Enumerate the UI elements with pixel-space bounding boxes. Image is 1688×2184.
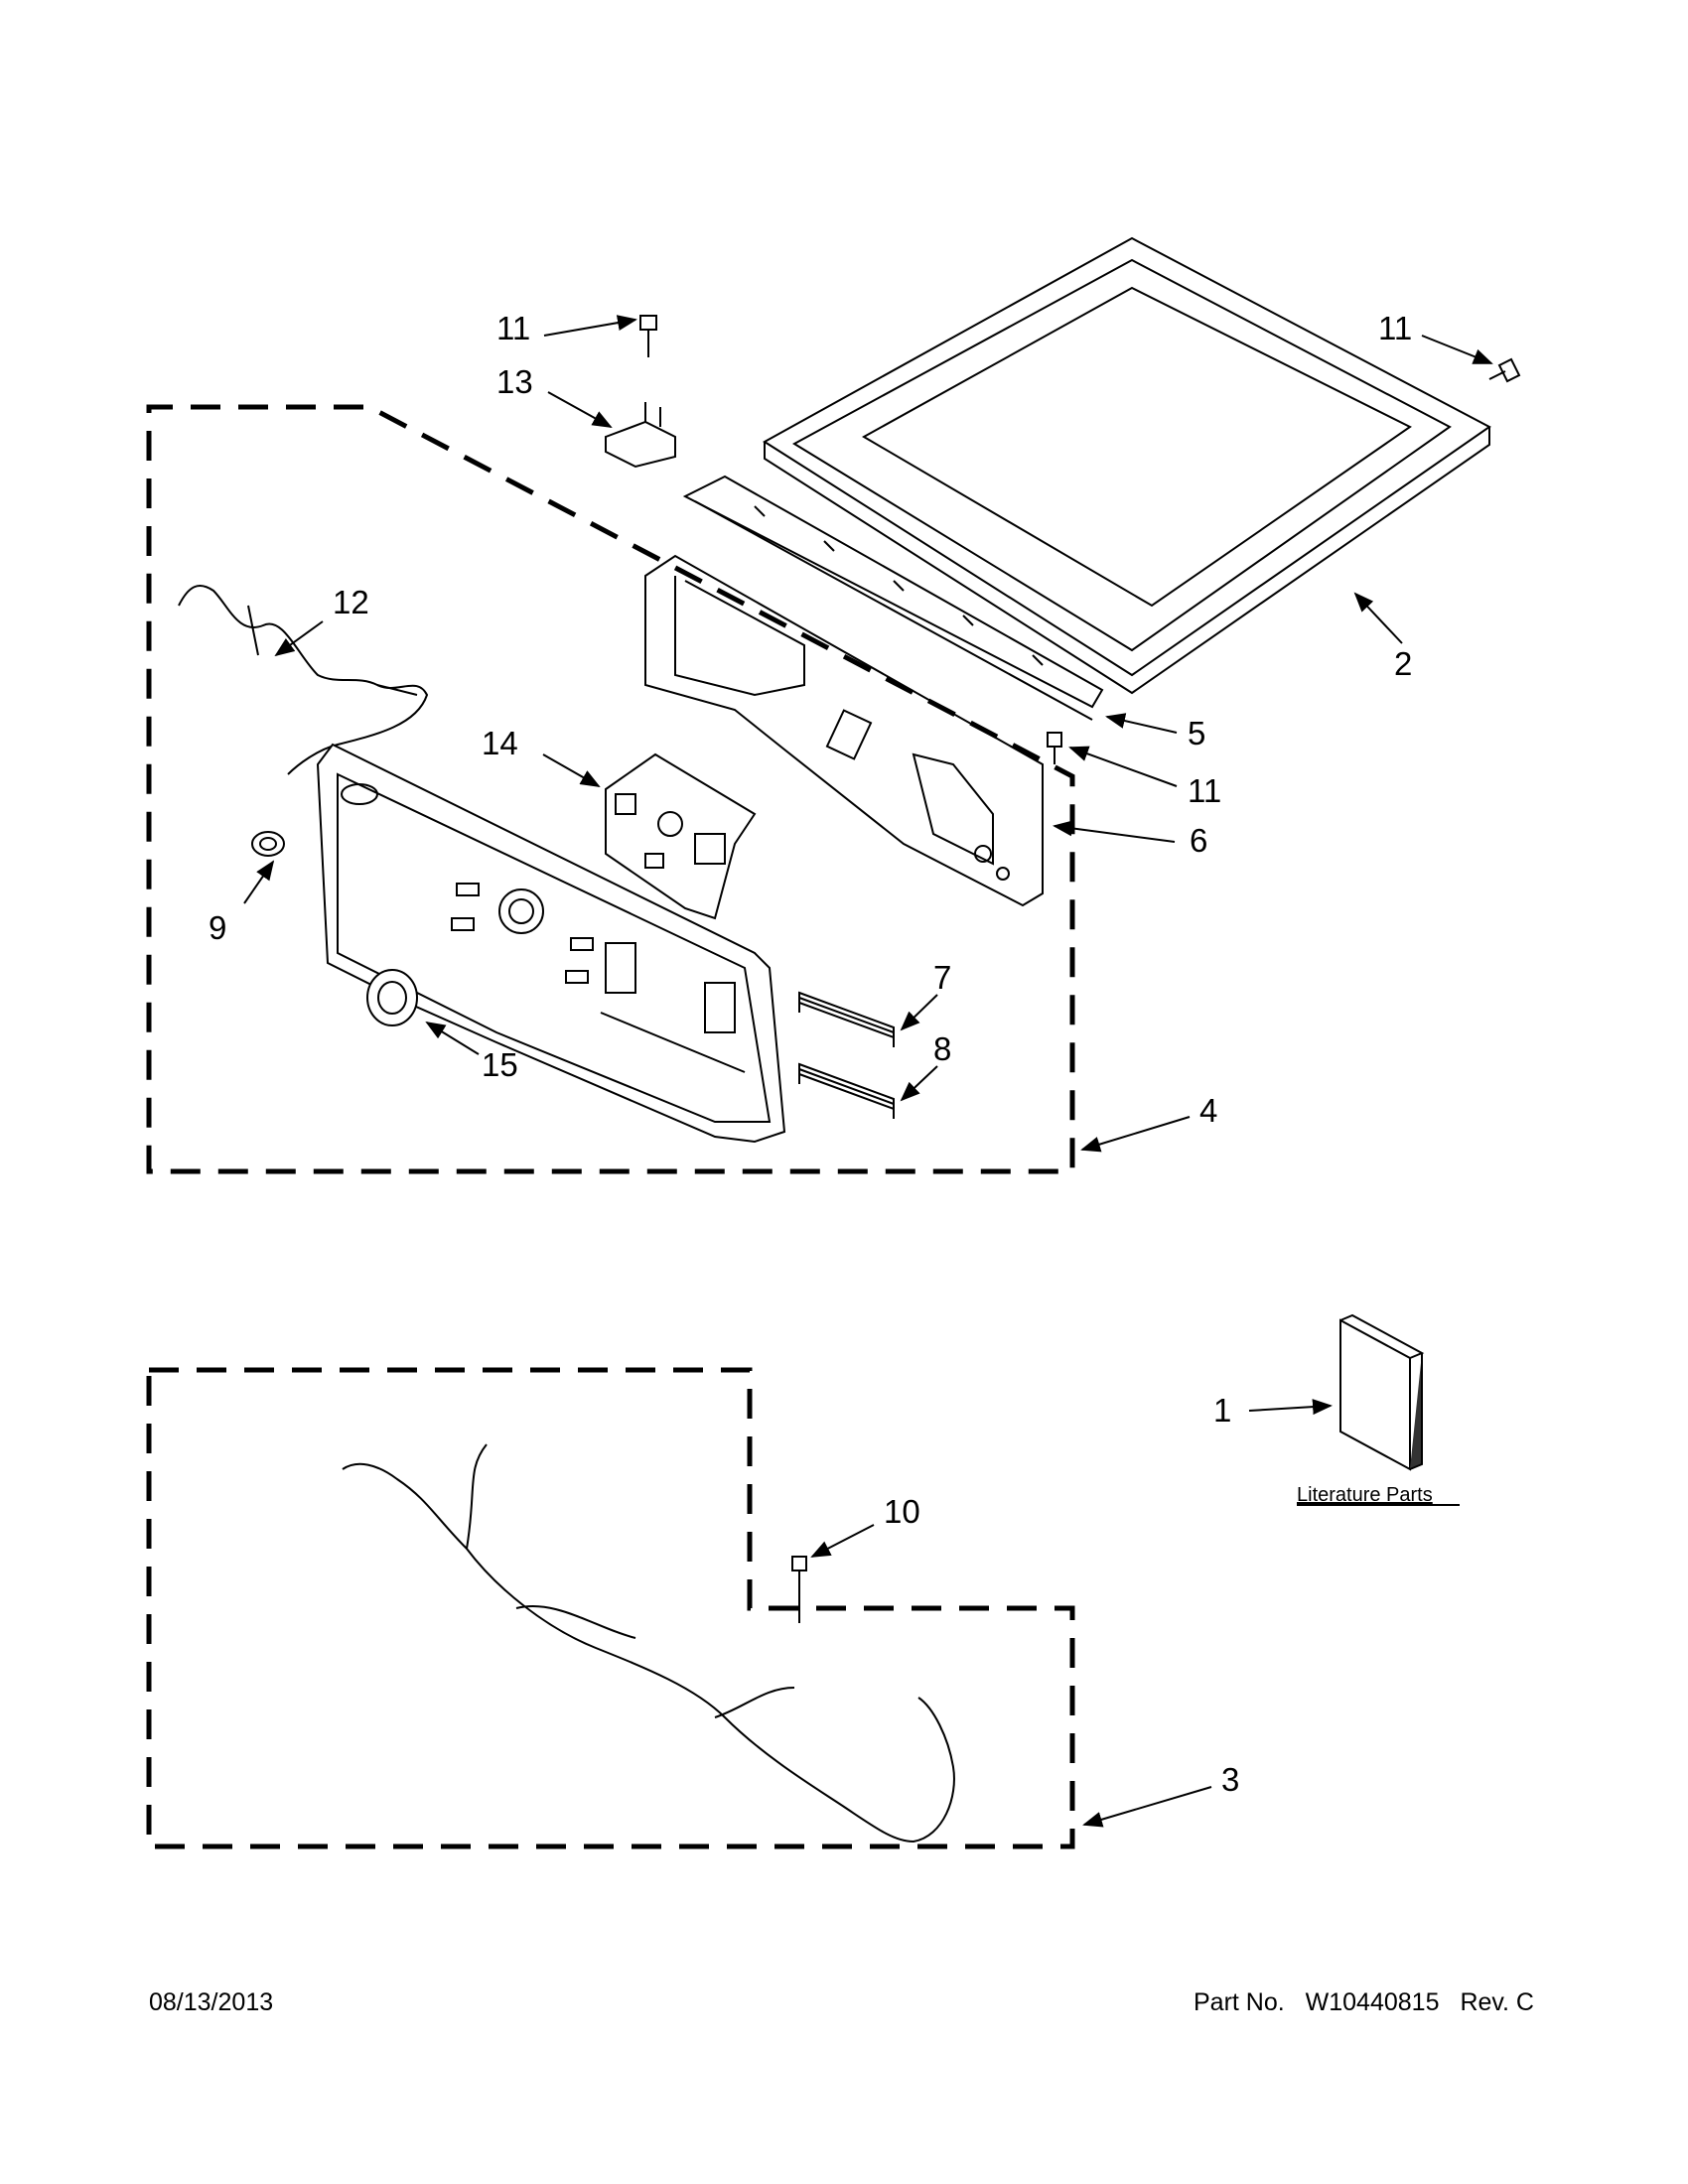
ribbon-cable-8 — [798, 1062, 895, 1119]
harness-12 — [178, 585, 429, 775]
callout-label: 14 — [482, 725, 518, 761]
console-bracket — [644, 554, 1044, 907]
front-bracket — [682, 475, 1104, 721]
literature-caption: Literature Parts — [1297, 1484, 1433, 1506]
ring-9 — [251, 831, 285, 857]
callout-label: 9 — [209, 909, 226, 946]
callout-label: 5 — [1188, 715, 1205, 751]
literature-booklet — [1339, 1313, 1425, 1471]
callout-label: 11 — [496, 310, 530, 346]
callout-label: 4 — [1199, 1092, 1217, 1129]
part-no-label: Part No. — [1194, 1988, 1285, 2016]
screw-11a — [639, 315, 657, 357]
top-cover — [763, 236, 1491, 695]
footer-date: 08/13/2013 — [149, 1988, 274, 2016]
callout-label: 13 — [496, 363, 533, 400]
part-no-value: W10440815 — [1305, 1988, 1440, 2016]
screw-10 — [791, 1556, 807, 1623]
ribbon-cable-7 — [798, 991, 895, 1047]
callout-label: 2 — [1394, 645, 1412, 682]
screw-11b — [1488, 357, 1521, 383]
clip-13 — [605, 402, 676, 469]
callout-label: 11 — [1378, 310, 1412, 346]
screw-11c — [1047, 732, 1062, 764]
harness-3 — [342, 1443, 955, 1843]
callout-label: 3 — [1221, 1761, 1239, 1798]
group-outline-control-panel — [146, 404, 1075, 1174]
footer-part-number: Part No. W10440815 Rev. C — [1194, 1988, 1534, 2017]
leader-lines — [243, 315, 1493, 1828]
control-board-14 — [605, 752, 757, 920]
callout-label: 12 — [333, 584, 369, 620]
knob-15 — [366, 969, 418, 1026]
callout-label: 8 — [933, 1030, 951, 1067]
revision: Rev. C — [1460, 1988, 1534, 2016]
callout-label: 11 — [1188, 772, 1221, 809]
callout-label: 15 — [482, 1046, 518, 1083]
callout-label: 1 — [1213, 1392, 1231, 1429]
group-outline-wire-harness — [146, 1367, 1075, 1849]
callout-label: 10 — [884, 1493, 920, 1530]
callout-label: 7 — [933, 959, 951, 996]
callout-label: 6 — [1190, 822, 1207, 859]
